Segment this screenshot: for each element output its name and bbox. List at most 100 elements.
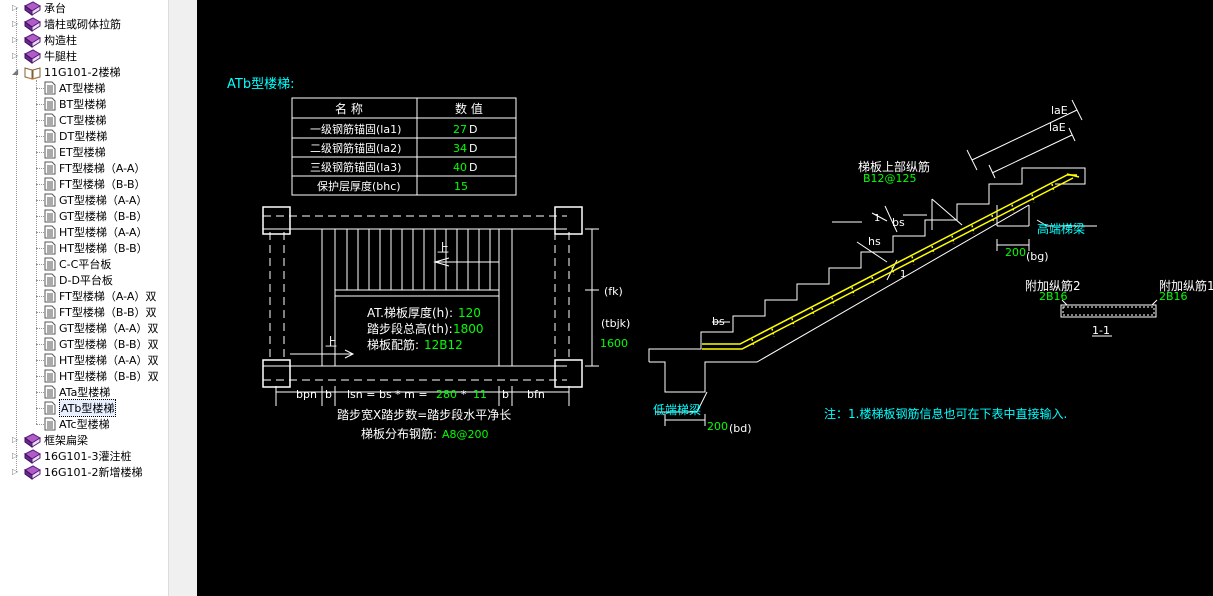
tree-item-label: GT型楼梯（A-A）双 [59,322,159,335]
distribution-rebar-mark [991,214,995,224]
tree-item[interactable]: ATb型楼梯 [44,399,117,417]
tree-item[interactable]: ET型楼梯 [44,144,106,160]
bs-label: bs [712,315,725,328]
table-header-value: 数 值 [455,101,483,116]
tree-item[interactable]: GT型楼梯（B-B） [44,208,148,224]
tree-item[interactable]: ATa型楼梯 [44,384,110,400]
tree-item-label: GT型楼梯（B-B） [59,210,148,223]
distribution-rebar-mark [771,328,775,337]
laE-label-1: laE [1051,104,1068,117]
table-row-value[interactable]: 34 [453,142,467,155]
up-arrow-label: 上 [325,335,337,349]
bd-value[interactable]: 200 [707,420,728,433]
tree-item[interactable]: HT型楼梯（B-B） [44,240,148,256]
tree-expander-icon[interactable]: ▷ [12,3,19,12]
tree-item-label: 构造柱 [44,34,77,47]
tree-item[interactable]: DT型楼梯 [44,128,107,144]
table-row-name: 二级钢筋锚固(la2) [310,141,401,155]
tree-expander-icon[interactable]: ▷ [12,435,19,444]
tree-item-label: 框架扁梁 [44,434,88,447]
distribution-rebar-mark [831,297,835,306]
tree-item[interactable]: 16G101-3灌注桩 [24,448,131,464]
tree-item[interactable]: GT型楼梯（A-A） [44,192,147,208]
tree-item-label: ATa型楼梯 [59,386,111,399]
thickness-value[interactable]: 120 [458,306,481,320]
tree-expander-icon[interactable]: ▷ [12,19,19,28]
tree-expander-icon[interactable]: ◢ [12,67,19,76]
tbjk-value[interactable]: 1600 [600,337,628,350]
tree-item[interactable]: 框架扁梁 [24,432,88,448]
rebar-label: 梯板配筋: [367,337,419,352]
page-icon [44,81,56,95]
book-icon [24,432,41,448]
tree-item[interactable]: 构造柱 [24,32,77,48]
page-icon [44,209,56,223]
tree-item[interactable]: 牛腿柱 [24,48,77,64]
tree-item[interactable]: FT型楼梯（A-A） [44,160,145,176]
tree-item[interactable]: 16G101-2新增楼梯 [24,464,142,480]
tree-item[interactable]: D-D平台板 [44,272,113,288]
tree-item[interactable]: ATc型楼梯 [44,416,110,432]
add-rebar-1-value[interactable]: 2B16 [1159,290,1188,303]
page-icon [44,129,56,143]
distribution-rebar-mark [1011,204,1015,213]
tree-expander-icon[interactable]: ▷ [12,451,19,460]
height-value[interactable]: 1800 [453,322,484,336]
fk-label: (fk) [604,285,623,298]
tree-expander-icon[interactable]: ▷ [12,35,19,44]
bg-value[interactable]: 200 [1005,246,1026,259]
tree-item-label: ATb型楼梯 [59,399,117,417]
add-rebar-1-label: 附加纵筋1 [1159,278,1213,293]
tree-item[interactable]: BT型楼梯 [44,96,106,112]
dim-lsn-bs[interactable]: 280 [436,388,457,401]
tree-item[interactable]: FT型楼梯（B-B） [44,176,146,192]
tree-expander-icon[interactable]: ▷ [12,51,19,60]
tree-item[interactable]: AT型楼梯 [44,80,105,96]
table-row-unit: D [469,123,477,136]
tree-item[interactable]: CT型楼梯 [44,112,106,128]
drawing-note: 注：1.楼梯板钢筋信息也可在下表中直接输入. [824,406,1067,421]
tree-item[interactable]: GT型楼梯（B-B）双 [44,336,159,352]
page-icon [44,113,56,127]
tree-item[interactable]: 承台 [24,0,66,16]
distribution-rebar-mark [931,245,935,255]
table-row-value[interactable]: 40 [453,161,467,174]
upper-rebar-value[interactable]: B12@125 [863,172,917,185]
tree-item-label: 墙柱或砌体拉筋 [44,18,121,31]
page-icon [44,337,56,351]
distribution-rebar-mark [751,338,755,348]
tree-item-label: DT型楼梯 [59,130,108,143]
bg-label: (bg) [1026,250,1049,263]
tree-item[interactable]: FT型楼梯（A-A）双 [44,288,156,304]
dist-rebar-value[interactable]: A8@200 [442,428,489,441]
distribution-rebar-mark [851,287,855,296]
tree-item-label: HT型楼梯（B-B） [59,242,148,255]
tree-item[interactable]: GT型楼梯（A-A）双 [44,320,158,336]
tree-item-label: AT型楼梯 [59,82,106,95]
tree-panel-divider[interactable] [168,0,198,596]
page-icon [44,257,56,271]
dim-lsn-m[interactable]: 11 [473,388,487,401]
tree-item[interactable]: HT型楼梯（B-B）双 [44,368,159,384]
table-row-value[interactable]: 15 [454,180,468,193]
low-beam-label: 低端梯梁 [653,402,701,417]
table-row-value[interactable]: 27 [453,123,467,136]
hs-label: hs [868,235,881,248]
add-rebar-2-value[interactable]: 2B16 [1039,290,1068,303]
tree-item[interactable]: 11G101-2楼梯 [24,64,120,80]
laE-label-2: laE [1049,121,1066,134]
tree-item[interactable]: HT型楼梯（A-A） [44,224,148,240]
tree-item[interactable]: FT型楼梯（B-B）双 [44,304,157,320]
tree-item[interactable]: 墙柱或砌体拉筋 [24,16,121,32]
tree-item[interactable]: HT型楼梯（A-A）双 [44,352,159,368]
tree-expander-icon[interactable]: ▷ [12,467,19,476]
tree-item-label: FT型楼梯（B-B）双 [59,306,157,319]
table-header-name: 名 称 [335,101,363,116]
tree-item[interactable]: C-C平台板 [44,256,111,272]
tbjk-label: (tbjk) [601,317,630,330]
rebar-value[interactable]: 12B12 [424,338,463,352]
page-icon [44,321,56,335]
book-icon [24,464,41,480]
page-icon [44,193,56,207]
tree-item-label: 承台 [44,2,66,15]
